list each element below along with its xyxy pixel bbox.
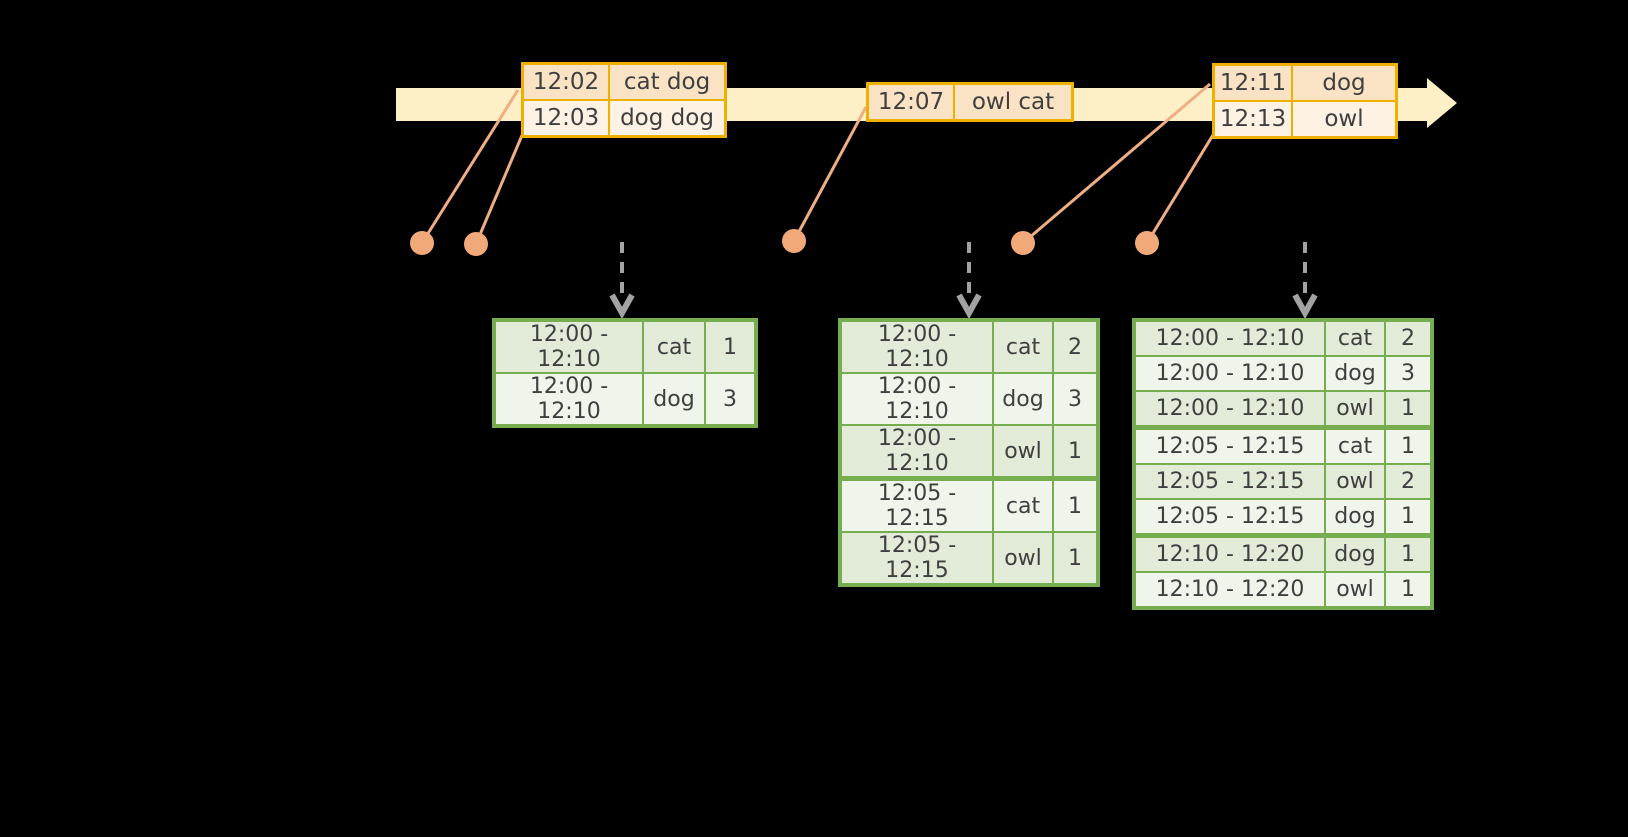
table-cell: owl [1324, 463, 1386, 500]
table-cell: 12:05 - 12:15 [1133, 425, 1326, 465]
table-cell: 12:03 [521, 99, 610, 138]
event-dot [782, 229, 806, 253]
table-cell: 12:05 - 12:15 [1133, 498, 1326, 537]
event-connector-line [420, 89, 520, 244]
table-cell: 12:00 - 12:10 [493, 372, 644, 427]
table-cell: 1 [1052, 424, 1099, 480]
timeline-arrowhead-icon [1427, 78, 1457, 128]
table-cell: 3 [1052, 372, 1099, 426]
table-cell: 12:05 - 12:15 [1133, 463, 1326, 500]
table-cell: dog [1324, 533, 1386, 573]
table-cell: 12:05 - 12:15 [839, 531, 994, 586]
table-cell: 12:00 - 12:10 [1133, 355, 1326, 392]
event-connector-line [1145, 129, 1218, 244]
table-cell: dog [1324, 355, 1386, 392]
trigger-arrowhead-icon [609, 293, 635, 320]
table-cell: 12:00 - 12:10 [1133, 390, 1326, 429]
table-cell: 12:05 - 12:15 [839, 476, 994, 533]
table-cell: 12:00 - 12:10 [1133, 319, 1326, 357]
table-cell: cat [642, 319, 706, 374]
table-cell: 12:10 - 12:20 [1133, 533, 1326, 573]
event-dot [1135, 231, 1159, 255]
table-cell: dog [1291, 63, 1398, 102]
table-cell: 2 [1052, 319, 1099, 374]
table-cell: owl [992, 424, 1054, 480]
table-cell: 3 [1384, 355, 1433, 392]
table-cell: 12:00 - 12:10 [839, 424, 994, 480]
table-cell: owl [992, 531, 1054, 586]
table-cell: 12:02 [521, 62, 610, 101]
table-cell: 12:10 - 12:20 [1133, 571, 1326, 609]
trigger-arrowhead-icon [956, 293, 982, 320]
table-cell: dog [1324, 498, 1386, 537]
table-cell: dog [642, 372, 706, 427]
table-cell: cat [992, 476, 1054, 533]
table-cell: dog dog [608, 99, 727, 138]
table-cell: 1 [1384, 425, 1433, 465]
table-cell: owl [1324, 571, 1386, 609]
table-cell: 12:00 - 12:10 [839, 319, 994, 374]
trigger-arrowhead-icon [1292, 293, 1318, 320]
event-connector-line [474, 132, 525, 245]
event-dot [464, 232, 488, 256]
table-cell: 2 [1384, 463, 1433, 500]
table-cell: 1 [704, 319, 757, 374]
event-dot [1011, 231, 1035, 255]
table-cell: cat [992, 319, 1054, 374]
table-cell: 1 [1052, 476, 1099, 533]
table-cell: owl cat [953, 82, 1074, 122]
table-cell: 2 [1384, 319, 1433, 357]
table-cell: owl [1291, 100, 1398, 139]
event-connector-line [1022, 82, 1211, 245]
table-cell: 12:00 - 12:10 [493, 319, 644, 374]
table-cell: 1 [1052, 531, 1099, 586]
table-cell: cat dog [608, 62, 727, 101]
table-cell: 12:13 [1212, 100, 1293, 139]
table-cell: 1 [1384, 390, 1433, 429]
table-cell: cat [1324, 425, 1386, 465]
table-cell: 1 [1384, 533, 1433, 573]
table-cell: 1 [1384, 498, 1433, 537]
table-cell: 3 [704, 372, 757, 427]
table-cell: 12:07 [866, 82, 955, 122]
event-dot [410, 231, 434, 255]
event-connector-line [792, 106, 868, 242]
table-cell: 12:11 [1212, 63, 1293, 102]
table-cell: 12:00 - 12:10 [839, 372, 994, 426]
table-cell: 1 [1384, 571, 1433, 609]
table-cell: cat [1324, 319, 1386, 357]
table-cell: owl [1324, 390, 1386, 429]
table-cell: dog [992, 372, 1054, 426]
